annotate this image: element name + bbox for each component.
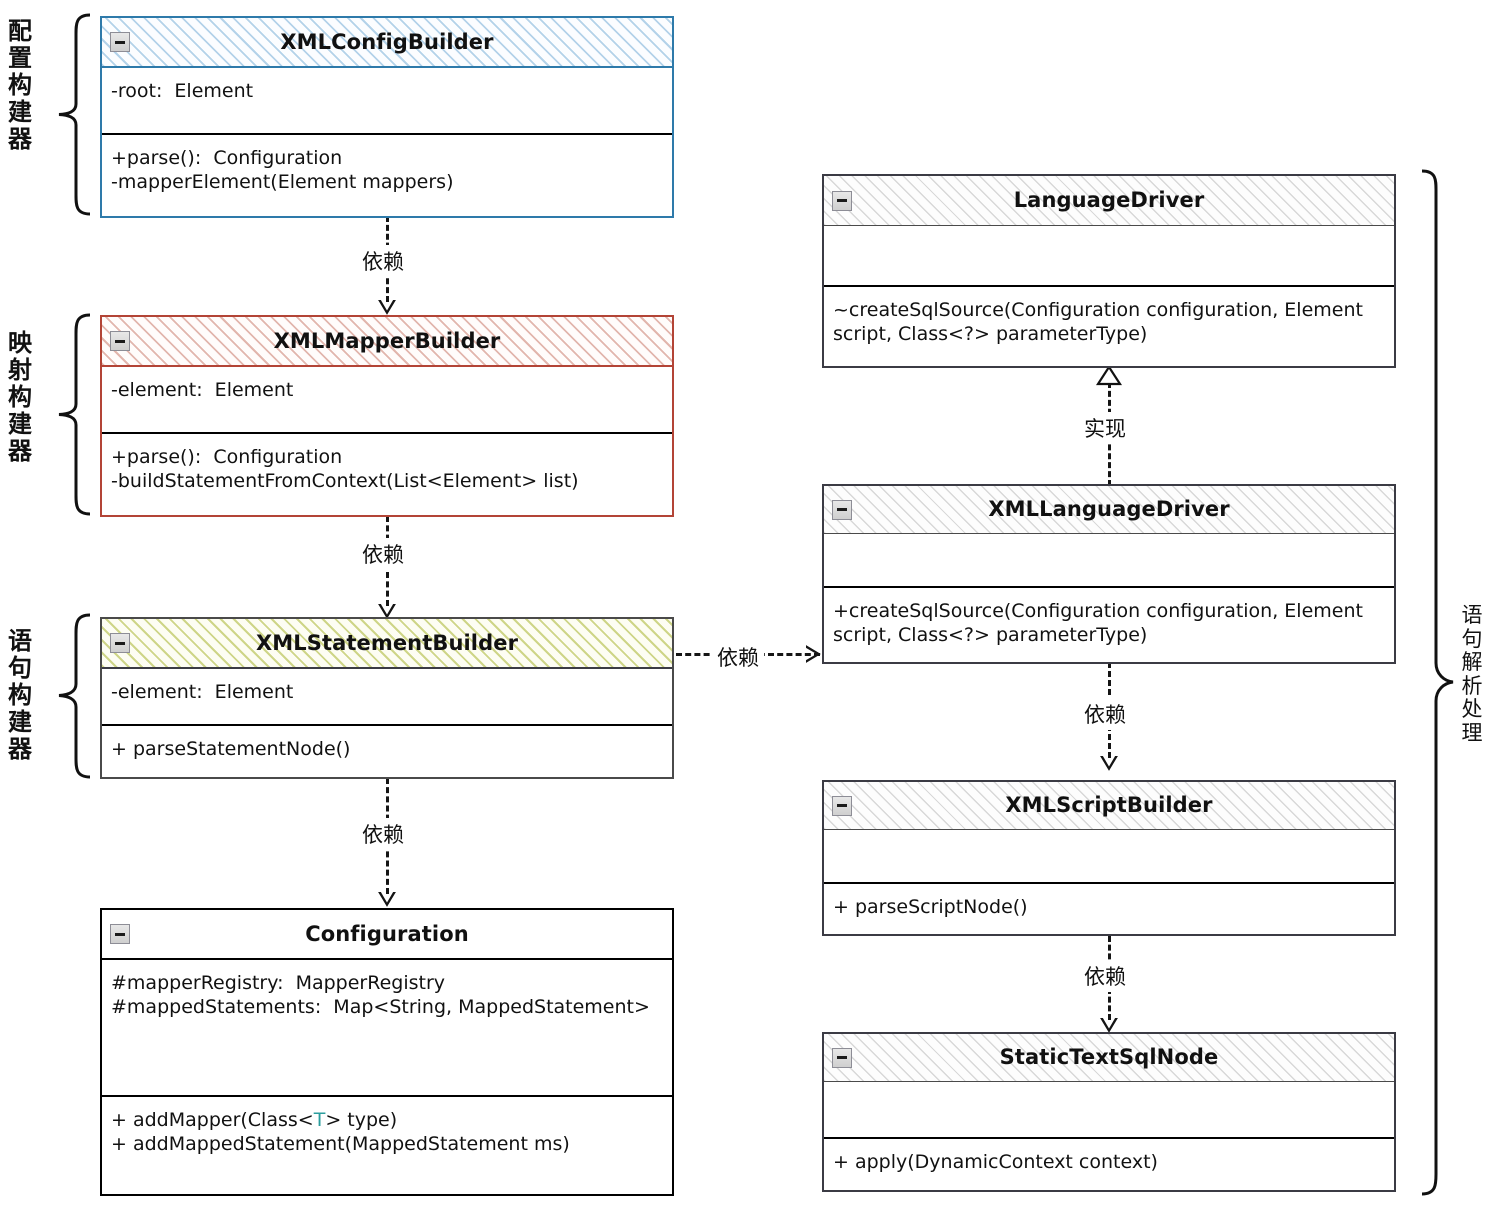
edge-script-to-static-arrow (1100, 1018, 1118, 1033)
edge-config-to-mapper-arrow (378, 300, 396, 315)
class-header-xmlstatementbuilder: XMLStatementBuilder (102, 619, 672, 669)
class-methods-languagedriver: ~createSqlSource(Configuration configura… (824, 287, 1394, 366)
method-text-pre: + addMapper(Class< (111, 1108, 314, 1131)
edge-label-statement-to-xmllang: 依赖 (712, 641, 764, 673)
class-box-xmllanguagedriver[interactable]: XMLLanguageDriver +createSqlSource(Confi… (822, 484, 1396, 664)
attribute-row: -root: Element (111, 80, 254, 102)
class-methods-xmlstatementbuilder: + parseStatementNode() (102, 726, 672, 777)
method-row: -buildStatementFromContext(List<Element>… (111, 470, 579, 492)
edge-statement-to-config-arrow (378, 892, 396, 907)
method-row: +createSqlSource(Configuration configura… (833, 599, 1370, 646)
method-row: -mapperElement(Element mappers) (111, 171, 454, 193)
class-attributes-xmlstatementbuilder: -element: Element (102, 669, 672, 726)
brace-statement-parsing (1421, 169, 1454, 1196)
class-attributes-xmlscriptbuilder (824, 830, 1394, 884)
class-header-languagedriver: LanguageDriver (824, 176, 1394, 226)
method-text-post: > type) (325, 1108, 398, 1131)
class-title-languagedriver: LanguageDriver (1013, 188, 1205, 212)
class-title-xmlstatementbuilder: XMLStatementBuilder (255, 630, 519, 655)
class-title-configuration: Configuration (305, 921, 469, 946)
group-label-statement-builder: 语 句 构 建 器 (8, 627, 32, 763)
minus-icon[interactable] (110, 924, 130, 944)
minus-icon[interactable] (832, 190, 852, 211)
minus-icon[interactable] (832, 1047, 852, 1068)
class-header-xmlscriptbuilder: XMLScriptBuilder (824, 782, 1394, 830)
brace-statement-builder (58, 613, 91, 779)
class-methods-xmlscriptbuilder: + parseScriptNode() (824, 884, 1394, 934)
attribute-row: -element: Element (111, 379, 294, 401)
class-methods-statictextsqlnode: + apply(DynamicContext context) (824, 1139, 1394, 1190)
attribute-row: #mapperRegistry: MapperRegistry (111, 972, 446, 994)
method-row: +parse(): Configuration (111, 146, 343, 169)
attribute-row: #mappedStatements: Map<String, MappedSta… (111, 996, 650, 1019)
minus-icon[interactable] (110, 32, 130, 52)
class-box-xmlmapperbuilder[interactable]: XMLMapperBuilder -element: Element +pars… (100, 315, 674, 517)
minus-icon[interactable] (832, 795, 852, 816)
class-header-configuration: Configuration (102, 910, 672, 960)
class-attributes-statictextsqlnode (824, 1082, 1394, 1139)
class-title-xmlconfigbuilder: XMLConfigBuilder (280, 29, 494, 54)
class-header-xmlconfigbuilder: XMLConfigBuilder (102, 18, 672, 68)
class-title-statictextsqlnode: StaticTextSqlNode (999, 1045, 1219, 1069)
class-attributes-xmlconfigbuilder: -root: Element (102, 68, 672, 135)
class-attributes-languagedriver (824, 226, 1394, 287)
brace-config-builder (58, 13, 91, 216)
class-attributes-configuration: #mapperRegistry: MapperRegistry #mappedS… (102, 960, 672, 1097)
group-label-config-builder: 配 置 构 建 器 (8, 17, 32, 153)
class-title-xmlmapperbuilder: XMLMapperBuilder (273, 328, 501, 353)
class-attributes-xmllanguagedriver (824, 534, 1394, 588)
class-box-statictextsqlnode[interactable]: StaticTextSqlNode + apply(DynamicContext… (822, 1032, 1396, 1192)
edge-label-config-to-mapper: 依赖 (357, 245, 409, 277)
minus-icon[interactable] (110, 331, 130, 351)
type-parameter: T (313, 1108, 326, 1131)
minus-icon[interactable] (832, 499, 852, 520)
class-methods-xmllanguagedriver: +createSqlSource(Configuration configura… (824, 588, 1394, 662)
edge-label-script-to-static: 依赖 (1079, 960, 1131, 992)
class-header-xmlmapperbuilder: XMLMapperBuilder (102, 317, 672, 367)
class-methods-configuration: + addMapper(Class<T> type) + addMappedSt… (102, 1097, 672, 1194)
brace-mapper-builder (58, 313, 91, 516)
class-methods-xmlconfigbuilder: +parse(): Configuration -mapperElement(E… (102, 135, 672, 216)
method-row: + addMapper(Class<T> type) (111, 1108, 663, 1132)
method-row: ~createSqlSource(Configuration configura… (833, 298, 1370, 345)
method-row: + apply(DynamicContext context) (833, 1150, 1158, 1173)
edge-xmllang-to-script-arrow (1100, 756, 1118, 771)
group-label-statement-parsing: 语 句 解 析 处 理 (1461, 603, 1483, 745)
edge-label-statement-to-config: 依赖 (357, 818, 409, 850)
edge-xmllang-to-langdriver-triangle (1096, 366, 1122, 386)
attribute-row: -element: Element (111, 681, 294, 703)
minus-icon[interactable] (110, 633, 130, 653)
class-box-xmlscriptbuilder[interactable]: XMLScriptBuilder + parseScriptNode() (822, 780, 1396, 936)
class-header-statictextsqlnode: StaticTextSqlNode (824, 1034, 1394, 1082)
class-attributes-xmlmapperbuilder: -element: Element (102, 367, 672, 434)
class-box-languagedriver[interactable]: LanguageDriver ~createSqlSource(Configur… (822, 174, 1396, 368)
edge-label-xmllang-to-langdriver: 实现 (1079, 412, 1131, 444)
method-row: +parse(): Configuration (111, 445, 343, 468)
class-methods-xmlmapperbuilder: +parse(): Configuration -buildStatementF… (102, 434, 672, 515)
edge-label-xmllang-to-script: 依赖 (1079, 698, 1131, 730)
class-box-xmlconfigbuilder[interactable]: XMLConfigBuilder -root: Element +parse()… (100, 16, 674, 218)
class-box-xmlstatementbuilder[interactable]: XMLStatementBuilder -element: Element + … (100, 617, 674, 779)
class-header-xmllanguagedriver: XMLLanguageDriver (824, 486, 1394, 534)
class-title-xmlscriptbuilder: XMLScriptBuilder (1005, 793, 1213, 817)
class-title-xmllanguagedriver: XMLLanguageDriver (988, 497, 1230, 521)
class-box-configuration[interactable]: Configuration #mapperRegistry: MapperReg… (100, 908, 674, 1196)
edge-label-mapper-to-statement: 依赖 (357, 538, 409, 570)
group-label-mapper-builder: 映 射 构 建 器 (8, 329, 32, 465)
method-row: + addMappedStatement(MappedStatement ms) (111, 1133, 570, 1155)
method-row: + parseStatementNode() (111, 737, 351, 760)
method-row: + parseScriptNode() (833, 895, 1028, 918)
